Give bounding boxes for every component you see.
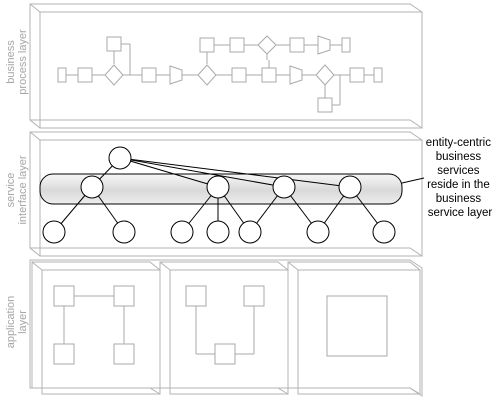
application-component: [53, 343, 75, 365]
process-connector: [169, 65, 183, 85]
entity-service-node: [272, 175, 296, 199]
process-connector: [317, 35, 331, 55]
process-step: [77, 67, 93, 83]
process-step: [231, 67, 247, 83]
process-start: [57, 67, 67, 83]
process-step: [317, 97, 333, 113]
utility-service-node: [206, 220, 230, 244]
process-end: [373, 67, 383, 83]
application-box-3: [287, 261, 421, 395]
process-end: [341, 37, 351, 53]
process-step: [199, 37, 215, 53]
decision-diamond: [315, 64, 335, 86]
process-step: [261, 67, 277, 83]
service-interface-layer: service interface layer: [5, 131, 425, 257]
application-component: [185, 285, 207, 307]
decision-diamond: [197, 64, 217, 86]
application-box-1: [31, 261, 161, 395]
application-component: [243, 285, 265, 307]
application-layer-label: application: [5, 296, 17, 349]
callout-text: entity-centric business services reside …: [426, 137, 494, 219]
application-box-2: [159, 261, 289, 395]
task-service-node: [108, 146, 132, 170]
application-component: [326, 295, 388, 357]
decision-diamond: [104, 64, 124, 86]
entity-service-node: [80, 175, 104, 199]
service-layer-label-line2: interface layer: [17, 155, 29, 224]
business-process-flow: [57, 35, 383, 113]
utility-service-node: [372, 220, 396, 244]
entity-service-node: [206, 175, 230, 199]
decision-diamond: [257, 35, 277, 55]
utility-service-node: [306, 220, 330, 244]
callout-pointer: [401, 177, 425, 184]
process-step: [289, 37, 305, 53]
process-step: [229, 37, 245, 53]
application-layer-label-line2: layer: [17, 310, 29, 334]
application-component: [53, 285, 75, 307]
process-step: [141, 67, 157, 83]
application-component: [214, 343, 236, 365]
application-component: [113, 285, 135, 307]
entity-service-node: [338, 175, 362, 199]
utility-service-node: [170, 220, 194, 244]
business-layer-label-line2: process layer: [17, 29, 29, 95]
service-layer-label: service: [5, 173, 17, 208]
process-step: [106, 36, 122, 52]
utility-service-node: [42, 220, 66, 244]
process-step: [349, 67, 365, 83]
application-layer: application layer: [5, 259, 423, 397]
business-layer-label: business: [5, 40, 17, 84]
process-connector: [289, 65, 303, 85]
utility-service-node: [238, 220, 262, 244]
utility-service-node: [112, 220, 136, 244]
application-component: [113, 343, 135, 365]
business-process-layer: business process layer: [5, 3, 423, 129]
